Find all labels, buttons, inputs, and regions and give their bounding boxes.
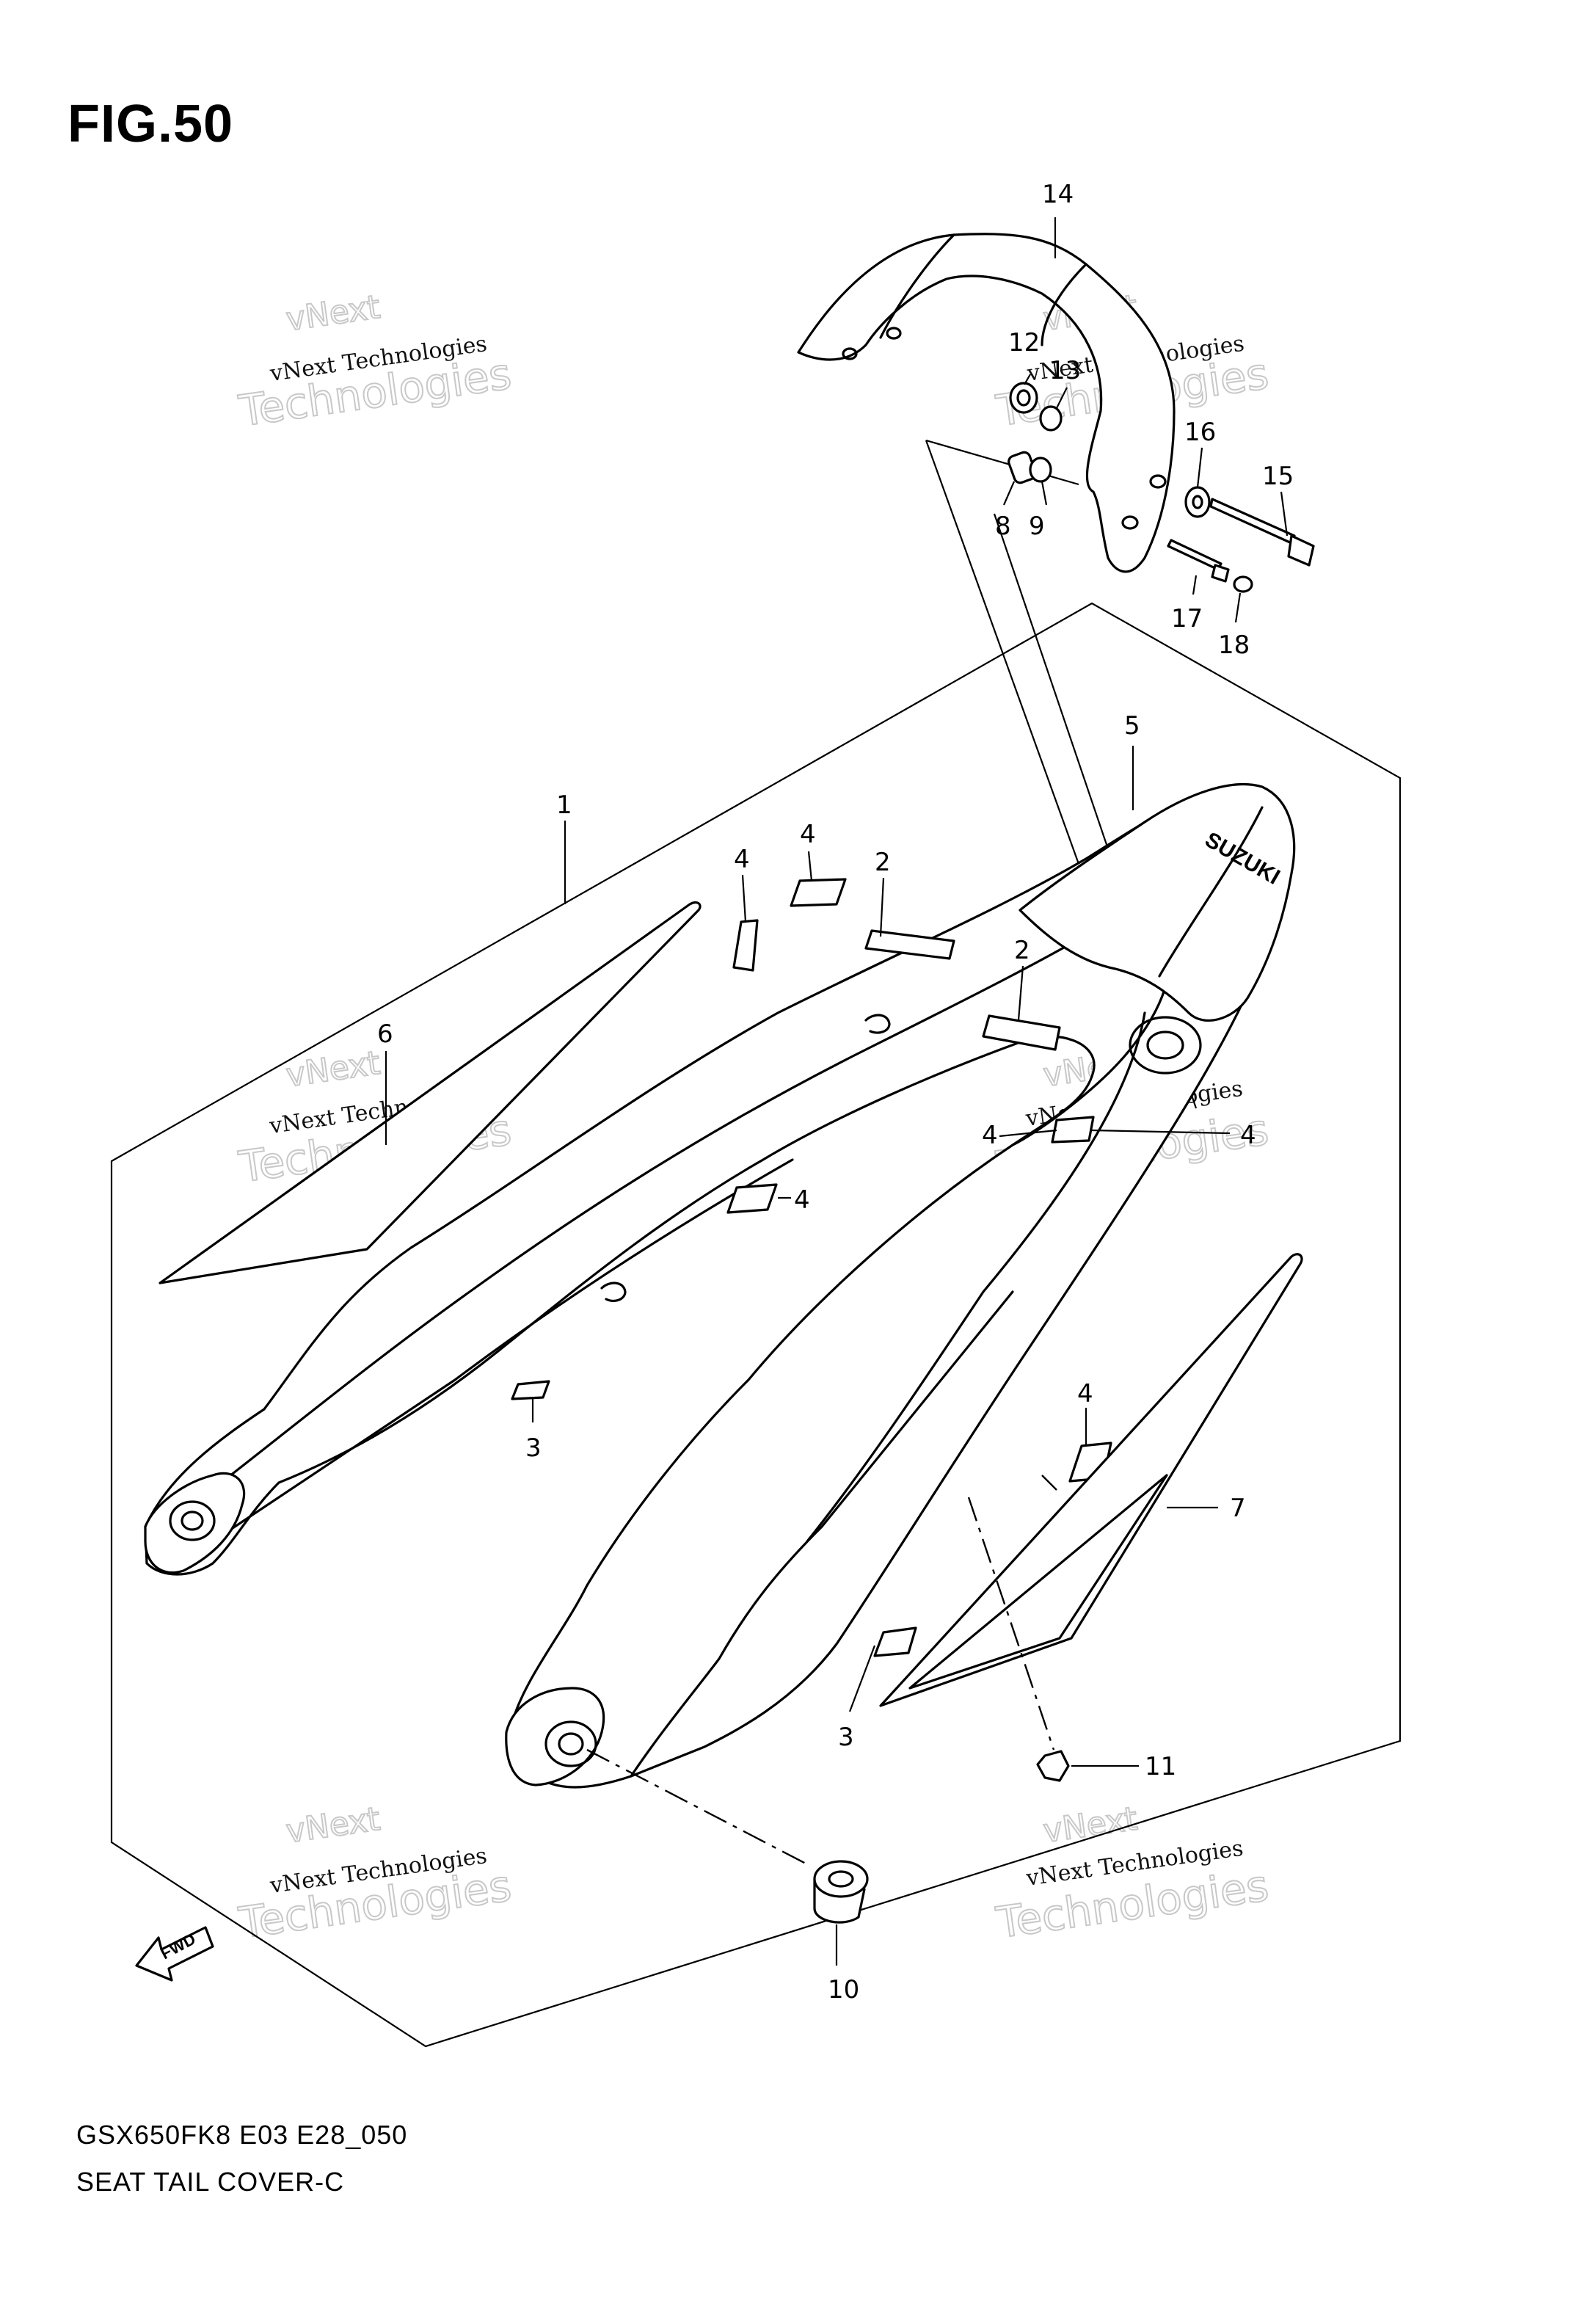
callout-4-mid-left: 4 [982,1121,998,1150]
svg-text:vNext: vNext [284,1044,382,1094]
callout-15: 15 [1262,462,1294,491]
callout-4-mid-right: 4 [1240,1121,1256,1150]
watermark-top-left: vNext Technologies vNext Technologies [235,288,514,437]
callout-5: 5 [1124,711,1140,741]
callout-6: 6 [377,1019,393,1049]
svg-text:vNext: vNext [284,1800,382,1850]
grab-rail [797,233,1176,573]
figure-title: FIG.50 [68,95,234,153]
svg-text:vNext: vNext [1041,1800,1140,1850]
callout-10: 9 [1029,512,1045,541]
left-emblem [158,901,702,1284]
callout-1: 1 [556,790,572,820]
grommet [813,1860,869,1924]
right-emblem [879,1253,1303,1707]
watermark-bottom-left: vNext Technologies vNext Technologies [235,1800,514,1949]
seat-tail-cover: SUZUKI [144,782,1296,1789]
rail-spacers [1007,382,1063,484]
assembly-boundary [110,602,1402,2048]
leader-lines [385,217,1289,1966]
callout-16: 16 [1184,418,1216,447]
callout-13: 11 [1145,1752,1176,1781]
callouts: 14 12 13 16 15 8 9 17 18 5 1 4 4 2 2 6 4… [377,180,1294,2004]
callout-9: 8 [995,512,1011,541]
clip-nut [1036,1750,1070,1782]
model-code: GSX650FK8 E03 E28_050 [76,2120,408,2150]
callout-17: 17 [1171,604,1203,633]
diagram-caption: SEAT TAIL COVER-C [76,2167,345,2197]
callout-18: 18 [1218,630,1250,660]
callout-3-right: 3 [838,1723,854,1752]
callout-4-lower: 4 [1077,1379,1093,1408]
callout-14: 14 [1042,180,1074,209]
callout-4-top-right: 4 [800,820,816,849]
callout-2-left: 2 [875,848,891,877]
callout-8: 10 [828,1975,859,2004]
svg-text:vNext: vNext [284,288,382,338]
callout-2-right: 2 [1014,936,1030,965]
callout-11: 12 [1008,328,1040,357]
callout-4-center: 4 [794,1185,810,1215]
rail-bolts [1167,486,1315,593]
watermark-bottom-right: vNext Technologies vNext Technologies [992,1800,1272,1949]
assembly-guides [586,1475,1057,1866]
callout-4-top-left: 4 [734,845,750,874]
callout-7: 7 [1230,1494,1246,1523]
callout-3-left: 3 [525,1433,542,1463]
fwd-arrow: FWD [135,1926,214,1982]
callout-12: 13 [1049,356,1081,385]
